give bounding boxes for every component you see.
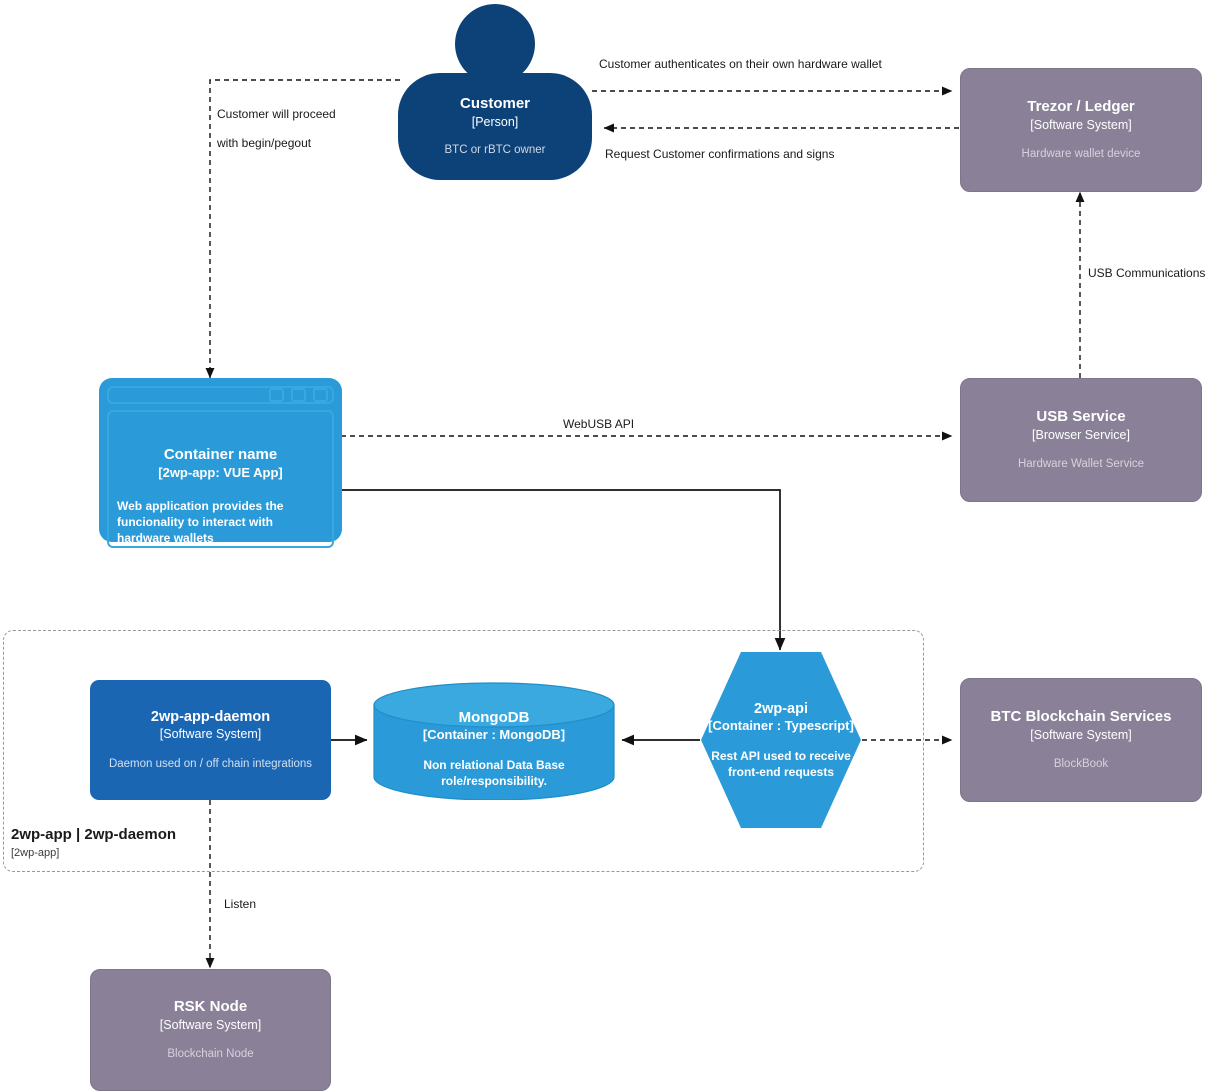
api-desc: Rest API used to receive front-end reque… (711, 748, 851, 779)
node-rsk-node[interactable]: RSK Node [Software System] Blockchain No… (90, 969, 331, 1091)
rsk-node-desc: Blockchain Node (167, 1048, 254, 1061)
trezor-ledger-tech: [Software System] (1030, 117, 1132, 132)
node-2wp-app-daemon[interactable]: 2wp-app-daemon [Software System] Daemon … (90, 680, 331, 800)
window-maximize-icon[interactable] (291, 388, 306, 402)
vue-app-tech: [2wp-app: VUE App] (158, 464, 283, 480)
node-usb-service[interactable]: USB Service [Browser Service] Hardware W… (960, 378, 1202, 502)
node-vue-app[interactable]: Container name [2wp-app: VUE App] Web ap… (100, 379, 341, 549)
usb-service-desc: Hardware Wallet Service (1017, 458, 1145, 471)
edge-label-webusb-api: WebUSB API (563, 417, 635, 431)
usb-service-tech: [Browser Service] (1032, 427, 1130, 442)
mongodb-body: MongoDB [Container : MongoDB] Non relati… (373, 682, 615, 800)
usb-service-name: USB Service (1036, 408, 1126, 426)
vue-app-name: Container name (163, 446, 278, 463)
window-close-icon[interactable] (313, 388, 328, 402)
daemon-desc: Daemon used on / off chain integrations (108, 757, 313, 770)
vue-app-titlebar (107, 386, 334, 404)
daemon-tech: [Software System] (159, 727, 262, 742)
edge-label-customer-to-vue-line1: Customer will proceed (217, 107, 336, 121)
node-customer[interactable]: Customer [Person] BTC or rBTC owner (398, 73, 592, 180)
edge-label-customer-to-vue-line2: with begin/pegout (217, 136, 312, 150)
btc-services-name: BTC Blockchain Services (990, 708, 1172, 726)
mongodb-desc: Non relational Data Base role/responsibi… (423, 758, 565, 788)
edge-label-usb-communications: USB Communications (1088, 266, 1206, 280)
customer-name: Customer (459, 95, 530, 113)
rsk-node-tech: [Software System] (159, 1017, 262, 1032)
edge-label-trezor-to-customer: Request Customer confirmations and signs (605, 147, 835, 161)
boundary-label: 2wp-app | 2wp-daemon [2wp-app] (11, 826, 311, 859)
vue-app-desc: Web application provides the funcionalit… (117, 498, 284, 546)
node-trezor-ledger[interactable]: Trezor / Ledger [Software System] Hardwa… (960, 68, 1202, 192)
api-tech: [Container : Typescript] (708, 717, 854, 733)
boundary-2wp-app (3, 630, 924, 872)
mongodb-name: MongoDB (458, 708, 530, 726)
customer-head-icon (455, 4, 535, 84)
edge-vue-app-to-api (341, 489, 786, 651)
api-body: 2wp-api [Container : Typescript] Rest AP… (700, 650, 862, 830)
vue-app-body: Container name [2wp-app: VUE App] Web ap… (107, 410, 334, 549)
trezor-ledger-desc: Hardware wallet device (1021, 148, 1141, 161)
customer-desc: BTC or rBTC owner (444, 144, 546, 157)
window-minimize-icon[interactable] (269, 388, 284, 402)
api-name: 2wp-api (754, 700, 808, 717)
mongodb-tech: [Container : MongoDB] (422, 727, 566, 743)
boundary-tech: [2wp-app] (11, 847, 60, 859)
trezor-ledger-name: Trezor / Ledger (1027, 98, 1135, 116)
database-cylinder-icon (373, 682, 615, 800)
customer-tech: [Person] (471, 114, 519, 129)
edge-customer-to-vue-app (205, 79, 400, 379)
edge-label-customer-to-trezor: Customer authenticates on their own hard… (599, 57, 882, 71)
node-mongodb[interactable]: MongoDB [Container : MongoDB] Non relati… (373, 682, 615, 800)
btc-services-desc: BlockBook (1053, 758, 1109, 771)
node-btc-blockchain-services[interactable]: BTC Blockchain Services [Software System… (960, 678, 1202, 802)
hexagon-shape-icon (701, 652, 861, 828)
boundary-name: 2wp-app | 2wp-daemon (11, 826, 177, 843)
node-2wp-api[interactable]: 2wp-api [Container : Typescript] Rest AP… (700, 650, 862, 830)
btc-services-tech: [Software System] (1030, 727, 1132, 742)
rsk-node-name: RSK Node (173, 998, 248, 1016)
edge-label-listen: Listen (224, 897, 257, 911)
daemon-name: 2wp-app-daemon (150, 709, 271, 726)
